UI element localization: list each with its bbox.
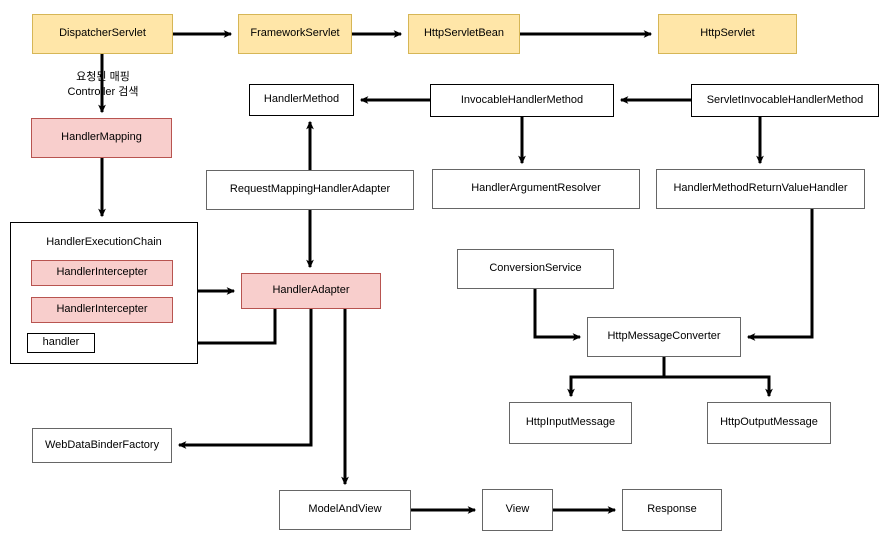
node-label: HandlerMapping <box>61 131 142 144</box>
node-http-input-message[interactable]: HttpInputMessage <box>509 402 632 444</box>
node-handler-intercepter-2[interactable]: HandlerIntercepter <box>31 297 173 323</box>
node-label: Response <box>647 503 697 516</box>
node-dispatcher-servlet[interactable]: DispatcherServlet <box>32 14 173 54</box>
node-handler[interactable]: handler <box>27 333 95 353</box>
node-label: ServletInvocableHandlerMethod <box>706 93 864 106</box>
node-label: HttpMessageConverter <box>607 330 721 343</box>
edge-httpMessageConverter-httpInputMessage <box>567 357 666 398</box>
node-label: HandlerAdapter <box>272 284 350 297</box>
node-label: HandlerIntercepter <box>56 266 148 279</box>
node-label: HttpServletBean <box>423 27 505 40</box>
node-label: HttpInputMessage <box>525 416 616 429</box>
node-label: WebDataBinderFactory <box>44 438 160 451</box>
node-label: DispatcherServlet <box>59 27 146 40</box>
node-http-message-converter[interactable]: HttpMessageConverter <box>587 317 741 357</box>
node-label: ConversionService <box>489 262 582 275</box>
node-label: HandlerMethod <box>263 93 340 106</box>
node-label: HandlerArgumentResolver <box>471 182 601 195</box>
node-servlet-invocable-handler-method[interactable]: ServletInvocableHandlerMethod <box>691 84 879 117</box>
node-handler-mapping[interactable]: HandlerMapping <box>31 118 172 158</box>
node-label: ModelAndView <box>308 503 382 516</box>
node-label: View <box>505 503 530 516</box>
edge-httpMessageConverter-httpOutputMessage <box>662 357 773 398</box>
edge-label-mapping-search: 요청된 매핑 Controller 검색 <box>67 71 139 98</box>
node-model-and-view[interactable]: ModelAndView <box>279 490 411 530</box>
node-label: FrameworkServlet <box>250 27 340 40</box>
node-framework-servlet[interactable]: FrameworkServlet <box>238 14 352 54</box>
node-label: HttpOutputMessage <box>720 416 818 429</box>
edge-handlerAdapter-webDataBinderFactory <box>177 309 313 449</box>
edge-handlerMethodReturnValueHandler-httpMessageConverter <box>746 209 814 341</box>
edge-conversionService-httpMessageConverter <box>533 289 582 341</box>
node-http-servlet[interactable]: HttpServlet <box>658 14 797 54</box>
node-http-servlet-bean[interactable]: HttpServletBean <box>408 14 520 54</box>
node-handler-argument-resolver[interactable]: HandlerArgumentResolver <box>432 169 640 209</box>
node-handler-execution-chain-label: HandlerExecutionChain <box>46 236 162 248</box>
node-response[interactable]: Response <box>622 489 722 531</box>
node-handler-method[interactable]: HandlerMethod <box>249 84 354 116</box>
node-label: HttpServlet <box>700 27 755 40</box>
node-label: handler <box>42 336 80 349</box>
node-view[interactable]: View <box>482 489 553 531</box>
node-http-output-message[interactable]: HttpOutputMessage <box>707 402 831 444</box>
node-web-data-binder-factory[interactable]: WebDataBinderFactory <box>32 428 172 463</box>
node-invocable-handler-method[interactable]: InvocableHandlerMethod <box>430 84 614 117</box>
node-label: RequestMappingHandlerAdapter <box>229 183 391 196</box>
node-handler-adapter[interactable]: HandlerAdapter <box>241 273 381 309</box>
node-handler-intercepter-1[interactable]: HandlerIntercepter <box>31 260 173 286</box>
node-request-mapping-handler-adapter[interactable]: RequestMappingHandlerAdapter <box>206 170 414 210</box>
node-conversion-service[interactable]: ConversionService <box>457 249 614 289</box>
node-handler-method-return-value-handler[interactable]: HandlerMethodReturnValueHandler <box>656 169 865 209</box>
node-label: InvocableHandlerMethod <box>460 93 584 106</box>
node-label: HandlerIntercepter <box>56 303 148 316</box>
node-label: HandlerMethodReturnValueHandler <box>673 182 848 195</box>
